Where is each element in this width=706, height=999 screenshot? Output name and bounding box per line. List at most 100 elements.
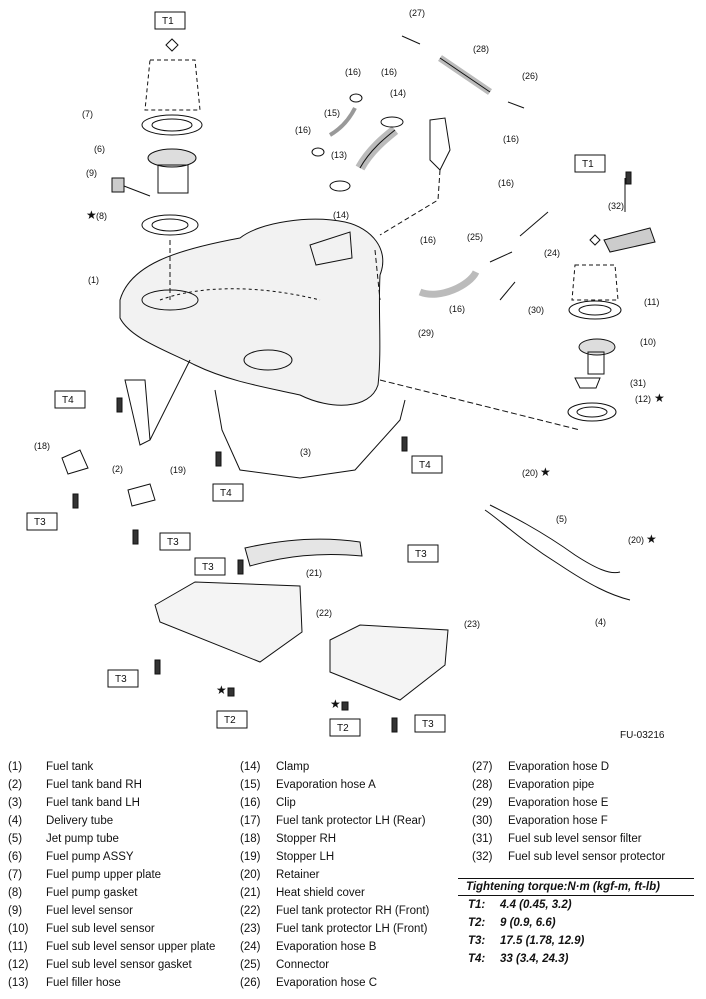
t3-label-a: T3	[34, 517, 46, 528]
legend-item-number: (6)	[8, 851, 23, 863]
legend-item-number: (30)	[472, 815, 493, 827]
legend-item-name: Fuel pump gasket	[46, 887, 138, 899]
callout-11: (11)	[644, 297, 659, 307]
legend-item-number: (16)	[240, 797, 261, 809]
callout-19: (19)	[170, 465, 186, 475]
legend-item: (14)Clamp	[240, 758, 429, 776]
callout-3: (3)	[300, 447, 311, 457]
legend-item: (32)Fuel sub level sensor protector	[472, 848, 665, 866]
legend-item-name: Evaporation hose C	[276, 977, 378, 989]
callout-16-c: (16)	[381, 67, 397, 77]
torque-row: T4:33 (3.4, 24.3)	[458, 950, 694, 968]
legend-item: (31)Fuel sub level sensor filter	[472, 830, 665, 848]
legend-item-name: Stopper LH	[276, 851, 335, 863]
legend-item-number: (4)	[8, 815, 23, 827]
callout-9: (9)	[86, 168, 97, 178]
callout-6: (6)	[94, 144, 105, 154]
callout-24: (24)	[544, 248, 560, 258]
legend-item: (17)Fuel tank protector LH (Rear)	[240, 812, 429, 830]
legend-item-name: Clip	[276, 797, 296, 809]
star-marker-12: ★	[654, 391, 665, 405]
legend-item: (29)Evaporation hose E	[472, 794, 665, 812]
callout-7: (7)	[82, 109, 93, 119]
callout-13: (13)	[331, 150, 347, 160]
legend-item: (4)Delivery tube	[8, 812, 215, 830]
legend-item-name: Fuel filler hose	[46, 977, 121, 989]
torque-value: 17.5 (1.78, 12.9)	[500, 935, 585, 947]
legend-item: (16) Clip	[240, 794, 429, 812]
legend-item-name: Evaporation hose F	[508, 815, 608, 827]
fuel-tank-top-ridge	[159, 288, 321, 301]
t1-label-pump: T1	[162, 16, 174, 27]
callout-29: (29)	[418, 328, 434, 338]
callout-23: (23)	[464, 619, 480, 629]
torque-value: 4.4 (0.45, 3.2)	[500, 899, 572, 911]
torque-boxes	[26, 11, 606, 737]
legend-item: (10) Fuel sub level sensor	[8, 920, 215, 938]
star-marker-20-top: ★	[540, 465, 551, 479]
callout-16-e: (16)	[498, 178, 514, 188]
legend-item-number: (25)	[240, 959, 261, 971]
tightening-torque-table: Tightening torque:N·m (kgf-m, ft-lb) T1:…	[458, 878, 694, 968]
t3-label-d: T3	[415, 549, 427, 560]
legend-item-name: Fuel tank protector RH (Front)	[276, 905, 430, 917]
callout-16-g: (16)	[449, 304, 465, 314]
legend-item-number: (11)	[8, 941, 28, 953]
protector-lh-front-shape	[329, 624, 449, 701]
torque-value: 9 (0.9, 6.6)	[500, 917, 556, 929]
legend-item-name: Fuel sub level sensor upper plate	[46, 941, 216, 953]
legend-item-name: Fuel sub level sensor	[46, 923, 155, 935]
legend-item-name: Connector	[276, 959, 330, 971]
legend-item-name: Fuel pump ASSY	[46, 851, 134, 863]
legend-item-number: (2)	[8, 779, 23, 791]
torque-rows: T1:4.4 (0.45, 3.2)T2:9 (0.9, 6.6)T3:17.5…	[458, 896, 694, 968]
legend-item-number: (7)	[8, 869, 23, 881]
callout-16-d: (16)	[503, 134, 519, 144]
legend-item-name: Fuel tank band RH	[46, 779, 142, 791]
t2-label-a: T2	[224, 715, 236, 726]
t3-box-a	[26, 512, 58, 531]
legend-item: (2) Fuel tank band RH	[8, 776, 215, 794]
legend-item-number: (23)	[240, 923, 261, 935]
legend-item-number: (9)	[8, 905, 23, 917]
legend-item: (12)Fuel sub level sensor gasket	[8, 956, 215, 974]
legend-item-number: (19)	[240, 851, 261, 863]
t2-box-a	[216, 710, 248, 729]
legend-item-name: Jet pump tube	[46, 833, 119, 845]
t3-label-b: T3	[167, 537, 179, 548]
legend-item: (19) Stopper LH	[240, 848, 429, 866]
callout-15: (15)	[324, 108, 340, 118]
legend-item: (24)Evaporation hose B	[240, 938, 429, 956]
callout-18: (18)	[34, 441, 50, 451]
callout-20-top: (20)	[522, 468, 538, 478]
legend-item-name: Fuel tank protector LH (Rear)	[276, 815, 426, 827]
callout-25: (25)	[467, 232, 483, 242]
t4-box-left	[54, 390, 86, 409]
legend-item-name: Fuel level sensor	[46, 905, 133, 917]
t2-box-b	[329, 718, 361, 737]
legend-item: (11) Fuel sub level sensor upper plate	[8, 938, 215, 956]
legend-item: (26)Evaporation hose C	[240, 974, 429, 992]
callout-21: (21)	[306, 568, 322, 578]
legend-item-number: (13)	[8, 977, 29, 989]
fuel-tank-exploded-diagram: T1 T1 T4 T4 T4 T3 T3 T3 T3 T3 T3 T2 T2 (…	[26, 8, 665, 737]
legend-item-name: Fuel tank	[46, 761, 94, 773]
jet-pump-tube-shape	[489, 504, 621, 574]
t2-label-b: T2	[337, 723, 349, 734]
parts-legend: (1)Fuel tank(2)Fuel tank band RH(3)Fuel …	[0, 758, 706, 998]
star-marker-t2-b: ★	[330, 697, 341, 711]
legend-item-number: (14)	[240, 761, 261, 773]
legend-item-number: (21)	[240, 887, 261, 899]
legend-item-number: (31)	[472, 833, 493, 845]
callout-20-bottom: (20)	[628, 535, 644, 545]
legend-item-number: (22)	[240, 905, 261, 917]
legend-item-number: (10)	[8, 923, 29, 935]
callout-16-f: (16)	[420, 235, 436, 245]
torque-key: T3:	[468, 935, 486, 947]
legend-item-name: Fuel sub level sensor gasket	[46, 959, 192, 971]
fuel-tank-band-lh-shape	[214, 389, 406, 479]
legend-column-1: (1)Fuel tank(2)Fuel tank band RH(3)Fuel …	[8, 758, 215, 992]
legend-item: (30) Evaporation hose F	[472, 812, 665, 830]
legend-item-name: Fuel sub level sensor protector	[508, 851, 666, 863]
legend-item-number: (28)	[472, 779, 493, 791]
